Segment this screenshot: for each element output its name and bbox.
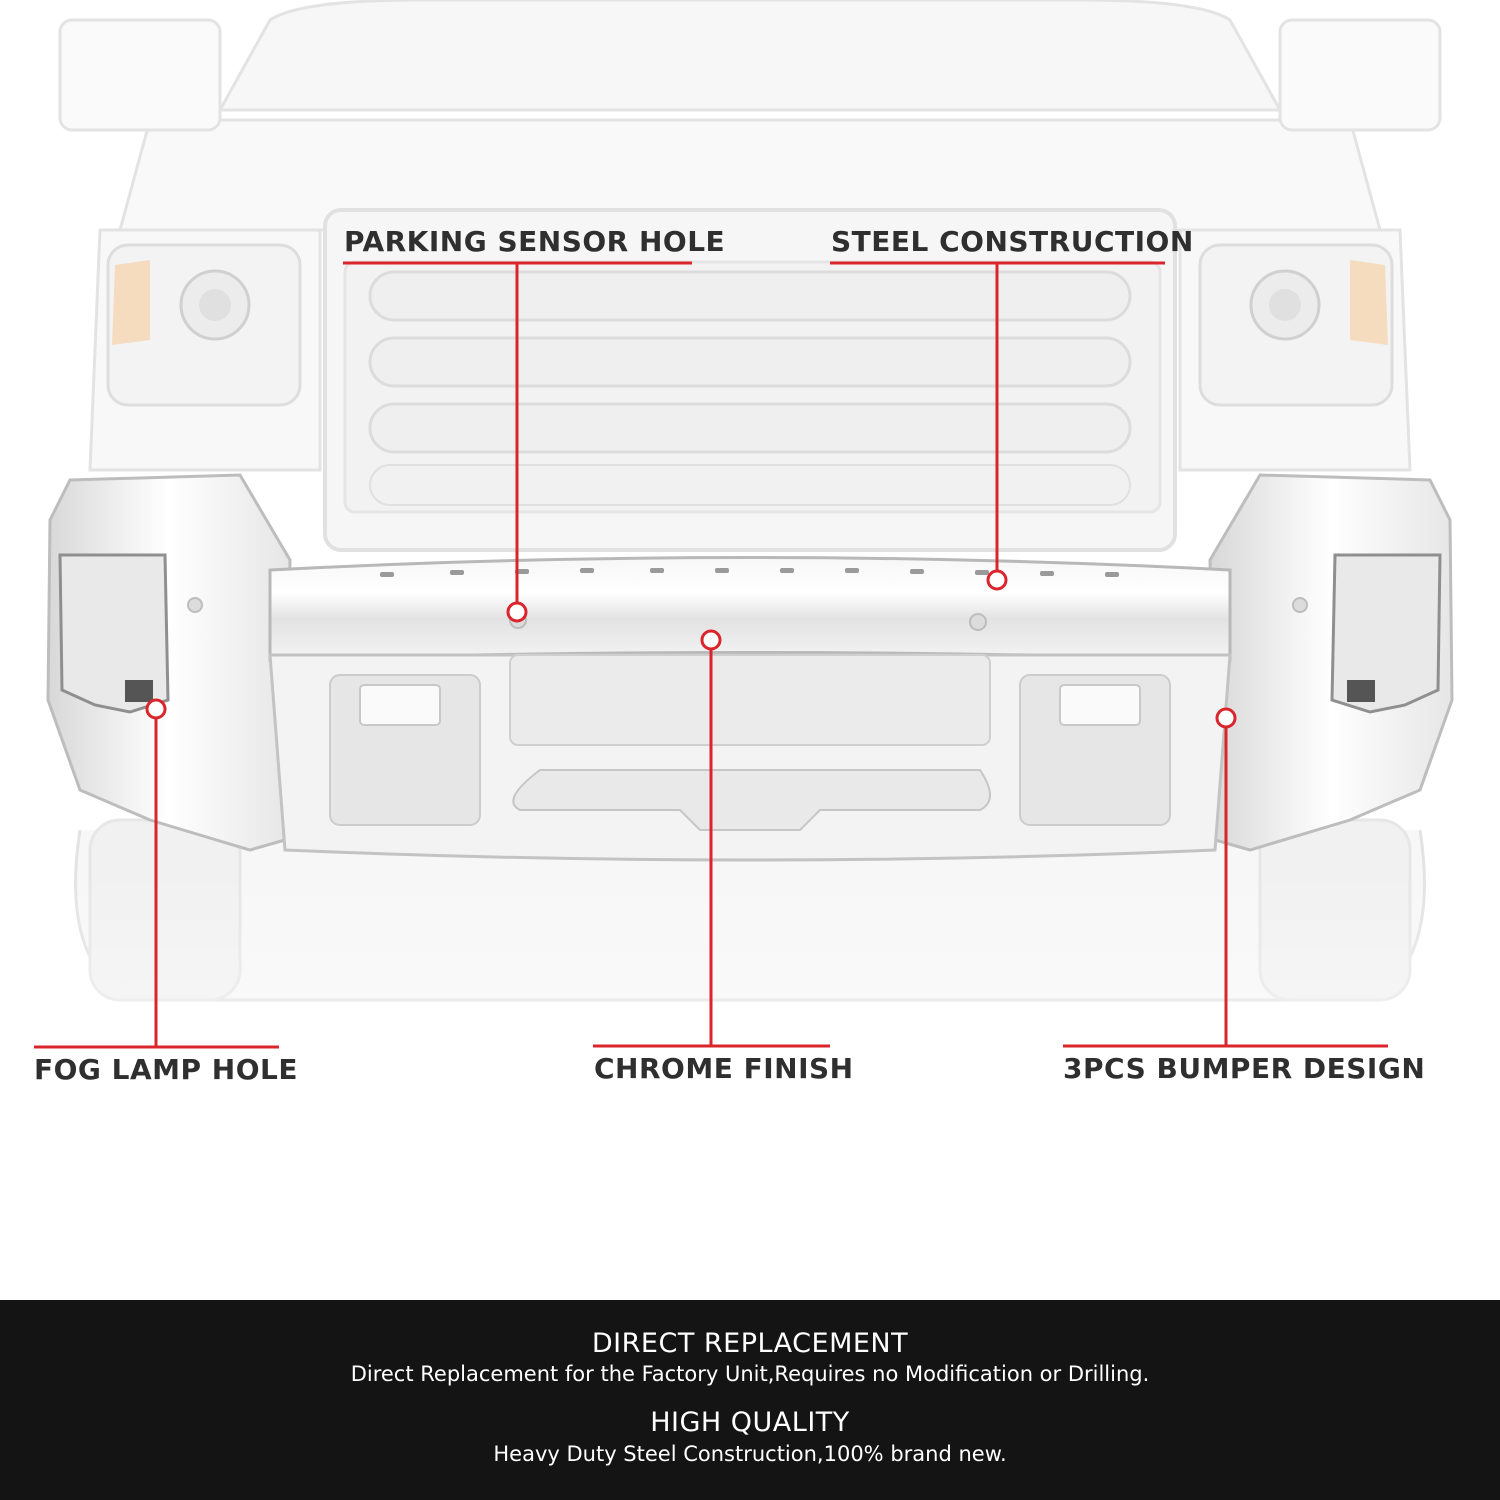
callout-markers [145, 569, 1237, 729]
bumper-design-marker [1215, 707, 1237, 729]
chrome-finish-label: CHROME FINISH [594, 1052, 854, 1085]
direct-replacement-desc: Direct Replacement for the Factory Unit,… [350, 1362, 1150, 1386]
direct-replacement-title: DIRECT REPLACEMENT [591, 1328, 909, 1359]
truck-bumper-illustration [0, 0, 1500, 1300]
feature-footer: DIRECT REPLACEMENT Direct Replacement fo… [0, 1300, 1500, 1500]
parking-sensor-label: PARKING SENSOR HOLE [344, 225, 726, 258]
parking-sensor-marker [506, 601, 528, 623]
grille [323, 208, 1177, 552]
steel-construction-label: STEEL CONSTRUCTION [831, 225, 1194, 258]
callout-lines [34, 261, 1388, 1049]
headlight-right [1198, 243, 1394, 407]
chrome-finish-marker [700, 629, 722, 651]
high-quality-title: HIGH QUALITY [650, 1407, 850, 1438]
fog-lamp-marker [145, 698, 167, 720]
fog-lamp-label: FOG LAMP HOLE [34, 1053, 299, 1086]
headlight-left [106, 243, 302, 407]
steel-construction-marker [986, 569, 1008, 591]
high-quality-desc: Heavy Duty Steel Construction,100% brand… [493, 1442, 1007, 1466]
bumper-design-label: 3PCS BUMPER DESIGN [1063, 1052, 1426, 1085]
